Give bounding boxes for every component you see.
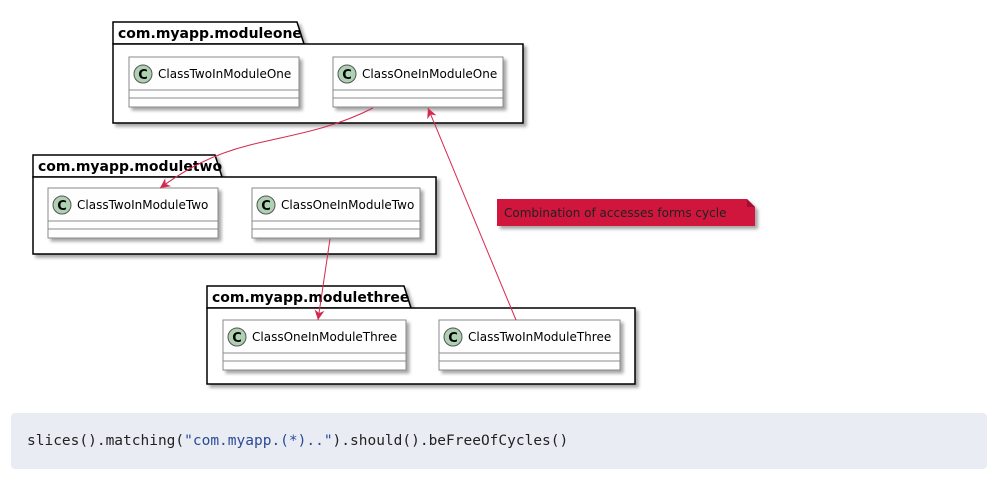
class-box: C ClassTwoInModuleThree <box>438 319 621 371</box>
cycle-note: Combination of accesses forms cycle <box>497 199 755 226</box>
class-name: ClassTwoInModuleTwo <box>77 198 208 212</box>
class-box: C ClassTwoInModuleTwo <box>47 187 219 239</box>
dependency-arrow <box>314 238 331 321</box>
class-name: ClassOneInModuleThree <box>252 330 397 344</box>
class-icon-letter: C <box>232 331 242 346</box>
class-name: ClassTwoInModuleThree <box>468 330 611 344</box>
package-title: com.myapp.moduleone <box>118 26 302 42</box>
package-title: com.myapp.moduletwo <box>38 159 222 175</box>
class-icon <box>337 64 357 84</box>
dependency-arrow <box>159 107 374 189</box>
class-name: ClassOneInModuleOne <box>362 67 497 81</box>
class-box: C ClassOneInModuleOne <box>332 56 504 108</box>
uml-diagram: com.myapp.moduleone com.myapp.moduletwo … <box>32 21 755 385</box>
code-string: "com.myapp.(*).." <box>184 433 333 449</box>
class-icon <box>256 195 276 215</box>
class-icon-letter: C <box>448 331 458 346</box>
code-snippet: slices().matching("com.myapp.(*)..").sho… <box>11 413 987 469</box>
class-icon-letter: C <box>57 199 67 214</box>
note-text: Combination of accesses forms cycle <box>504 206 726 220</box>
class-icon <box>443 327 463 347</box>
class-icon <box>133 64 153 84</box>
class-icon <box>52 195 72 215</box>
class-box: C ClassOneInModuleThree <box>222 319 407 371</box>
class-name: ClassOneInModuleTwo <box>281 198 414 212</box>
dependency-arrow <box>427 107 517 321</box>
code-suffix: ).should().beFreeOfCycles() <box>332 433 569 449</box>
code-prefix: slices().matching( <box>27 433 185 449</box>
class-icon-letter: C <box>138 68 148 83</box>
class-icon <box>227 327 247 347</box>
class-box: C ClassOneInModuleTwo <box>251 187 421 239</box>
package-title: com.myapp.modulethree <box>212 290 409 306</box>
class-box: C ClassTwoInModuleOne <box>128 56 300 108</box>
class-icon-letter: C <box>342 68 352 83</box>
class-name: ClassTwoInModuleOne <box>158 67 291 81</box>
class-icon-letter: C <box>261 199 271 214</box>
